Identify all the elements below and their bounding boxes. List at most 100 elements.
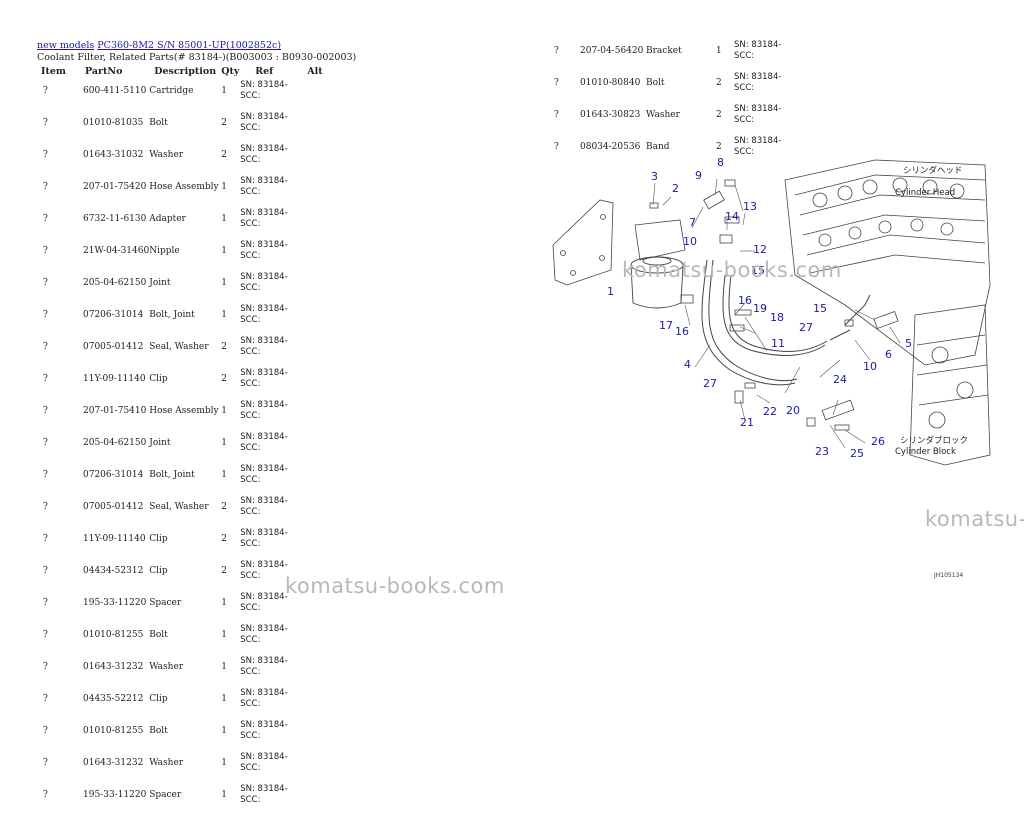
callout-label: 15 [813,302,827,315]
row-ref-scc: SCC: [240,763,261,773]
row-partno: 07206-31014 [83,470,144,480]
hose-assembly-drawing [701,259,871,386]
row-alt [307,688,327,720]
row-ref-sn: SN: 83184- [240,656,288,666]
row-ref: SN: 83184-SCC: [240,528,307,560]
row-alt [307,752,327,784]
col-item-header: Item [41,66,66,77]
row-alt [307,272,327,304]
breadcrumb-link-new-models[interactable]: new models [37,40,95,51]
row-qty: 2 [221,118,227,128]
leader-lines [652,178,901,449]
row-alt [307,624,327,656]
row-ref: SN: 83184-SCC: [734,72,794,104]
row-item: ? [43,758,48,768]
row-item: ? [43,182,48,192]
row-ref-sn: SN: 83184- [240,432,288,442]
row-item: ? [43,502,48,512]
row-ref-sn: SN: 83184- [240,560,288,570]
row-alt [307,400,327,432]
row-qty: 1 [221,630,227,640]
row-ref-scc: SCC: [240,699,261,709]
row-description: Seal, Washer [149,342,209,352]
row-item: ? [554,142,559,152]
row-ref: SN: 83184-SCC: [240,624,307,656]
row-ref-scc: SCC: [240,379,261,389]
row-ref: SN: 83184-SCC: [240,368,307,400]
callout-label: 23 [815,445,829,458]
row-qty: 2 [221,150,227,160]
breadcrumb-link-model[interactable]: PC360-8M2 S/N 85001-UP(1002852c) [97,40,282,51]
row-ref-scc: SCC: [734,147,755,157]
row-qty: 2 [221,502,227,512]
row-ref: SN: 83184-SCC: [240,688,307,720]
row-qty: 1 [221,438,227,448]
callout-label: 15 [751,264,765,277]
row-partno: 01010-81255 [83,630,144,640]
callout-label: 16 [738,294,752,307]
row-ref-sn: SN: 83184- [734,72,782,82]
callout-label: 11 [771,337,785,350]
row-ref: SN: 83184-SCC: [240,240,307,272]
row-alt [307,304,327,336]
row-partno: 21W-04-31460 [83,246,150,256]
label-cylinder-block-jp: シリンダブロック [900,435,968,446]
row-ref-sn: SN: 83184- [734,104,782,114]
col-ref-header: Ref [255,66,274,77]
row-qty: 1 [221,406,227,416]
row-ref: SN: 83184-SCC: [240,80,307,112]
row-description: Hose Assembly [149,406,219,416]
row-ref-sn: SN: 83184- [240,336,288,346]
row-ref-scc: SCC: [734,115,755,125]
row-item: ? [43,694,48,704]
row-alt [307,496,327,528]
row-description: Bolt, Joint [149,310,195,320]
row-partno: 195-33-11220 [83,790,147,800]
row-ref-scc: SCC: [240,251,261,261]
row-qty: 1 [221,246,227,256]
row-description: Clip [149,534,168,544]
row-qty: 2 [716,78,722,88]
callout-label: 21 [740,416,754,429]
cylinder-head-drawing [784,159,991,366]
callout-label: 4 [684,358,691,371]
row-description: Bolt, Joint [149,470,195,480]
row-ref-sn: SN: 83184- [240,144,288,154]
row-ref: SN: 83184-SCC: [240,208,307,240]
row-item: ? [554,46,559,56]
callout-label: 1 [607,285,614,298]
row-alt [307,336,327,368]
row-ref-scc: SCC: [240,155,261,165]
row-partno: 07005-01412 [83,342,144,352]
row-ref-sn: SN: 83184- [240,80,288,90]
row-qty: 1 [221,182,227,192]
row-ref-sn: SN: 83184- [240,688,288,698]
row-partno: 04434-52312 [83,566,144,576]
row-ref: SN: 83184-SCC: [240,144,307,176]
row-ref: SN: 83184-SCC: [240,432,307,464]
row-description: Joint [149,278,171,288]
row-ref: SN: 83184-SCC: [240,784,307,816]
fittings-drawing [649,179,899,431]
row-qty: 2 [221,534,227,544]
row-description: Hose Assembly [149,182,219,192]
row-qty: 1 [221,278,227,288]
row-partno: 01010-81035 [83,118,144,128]
row-item: ? [43,150,48,160]
row-item: ? [43,214,48,224]
section-labels: シリンダヘッド Cylinder Head シリンダブロック Cylinder … [895,165,968,457]
callout-label: 14 [725,210,739,223]
row-ref: SN: 83184-SCC: [734,40,794,72]
row-alt [307,784,327,816]
callout-label: 5 [905,337,912,350]
row-ref-sn: SN: 83184- [240,304,288,314]
row-qty: 2 [221,566,227,576]
row-ref: SN: 83184-SCC: [240,176,307,208]
row-ref-sn: SN: 83184- [734,40,782,50]
